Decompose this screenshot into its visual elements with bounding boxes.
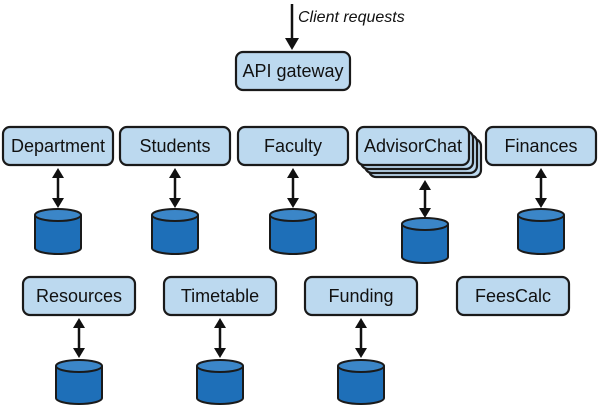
advisorchat-database-icon bbox=[401, 217, 449, 264]
students-label: Students bbox=[139, 136, 210, 156]
students-service: Students bbox=[118, 125, 232, 167]
students-db-arrow bbox=[169, 168, 181, 208]
funding-label: Funding bbox=[328, 286, 393, 306]
advisorchat-label: AdvisorChat bbox=[364, 136, 462, 156]
faculty-service: Faculty bbox=[236, 125, 350, 167]
funding-database-icon bbox=[337, 359, 385, 405]
feescalc-service: FeesCalc bbox=[455, 275, 571, 317]
timetable-database-icon bbox=[196, 359, 244, 405]
api-gateway-node: API gateway bbox=[234, 50, 352, 92]
resources-label: Resources bbox=[36, 286, 122, 306]
faculty-db-arrow bbox=[287, 168, 299, 208]
advisorchat-db-arrow bbox=[419, 180, 431, 218]
funding-db-arrow bbox=[355, 318, 367, 358]
department-service: Department bbox=[1, 125, 115, 167]
department-label: Department bbox=[11, 136, 105, 156]
timetable-service: Timetable bbox=[162, 275, 278, 317]
client-requests-label: Client requests bbox=[298, 9, 405, 26]
advisorchat-service-stack: AdvisorChat bbox=[355, 125, 483, 179]
feescalc-label: FeesCalc bbox=[475, 286, 551, 306]
finances-database-icon bbox=[517, 208, 565, 255]
department-database-icon bbox=[34, 208, 82, 255]
faculty-label: Faculty bbox=[264, 136, 322, 156]
timetable-label: Timetable bbox=[181, 286, 259, 306]
finances-label: Finances bbox=[504, 136, 577, 156]
api-gateway-label: API gateway bbox=[242, 61, 343, 81]
department-db-arrow bbox=[52, 168, 64, 208]
finances-service: Finances bbox=[484, 125, 598, 167]
resources-database-icon bbox=[55, 359, 103, 405]
funding-service: Funding bbox=[303, 275, 419, 317]
resources-db-arrow bbox=[73, 318, 85, 358]
timetable-db-arrow bbox=[214, 318, 226, 358]
client-requests-arrow bbox=[285, 4, 299, 50]
finances-db-arrow bbox=[535, 168, 547, 208]
faculty-database-icon bbox=[269, 208, 317, 255]
resources-service: Resources bbox=[21, 275, 137, 317]
students-database-icon bbox=[151, 208, 199, 255]
